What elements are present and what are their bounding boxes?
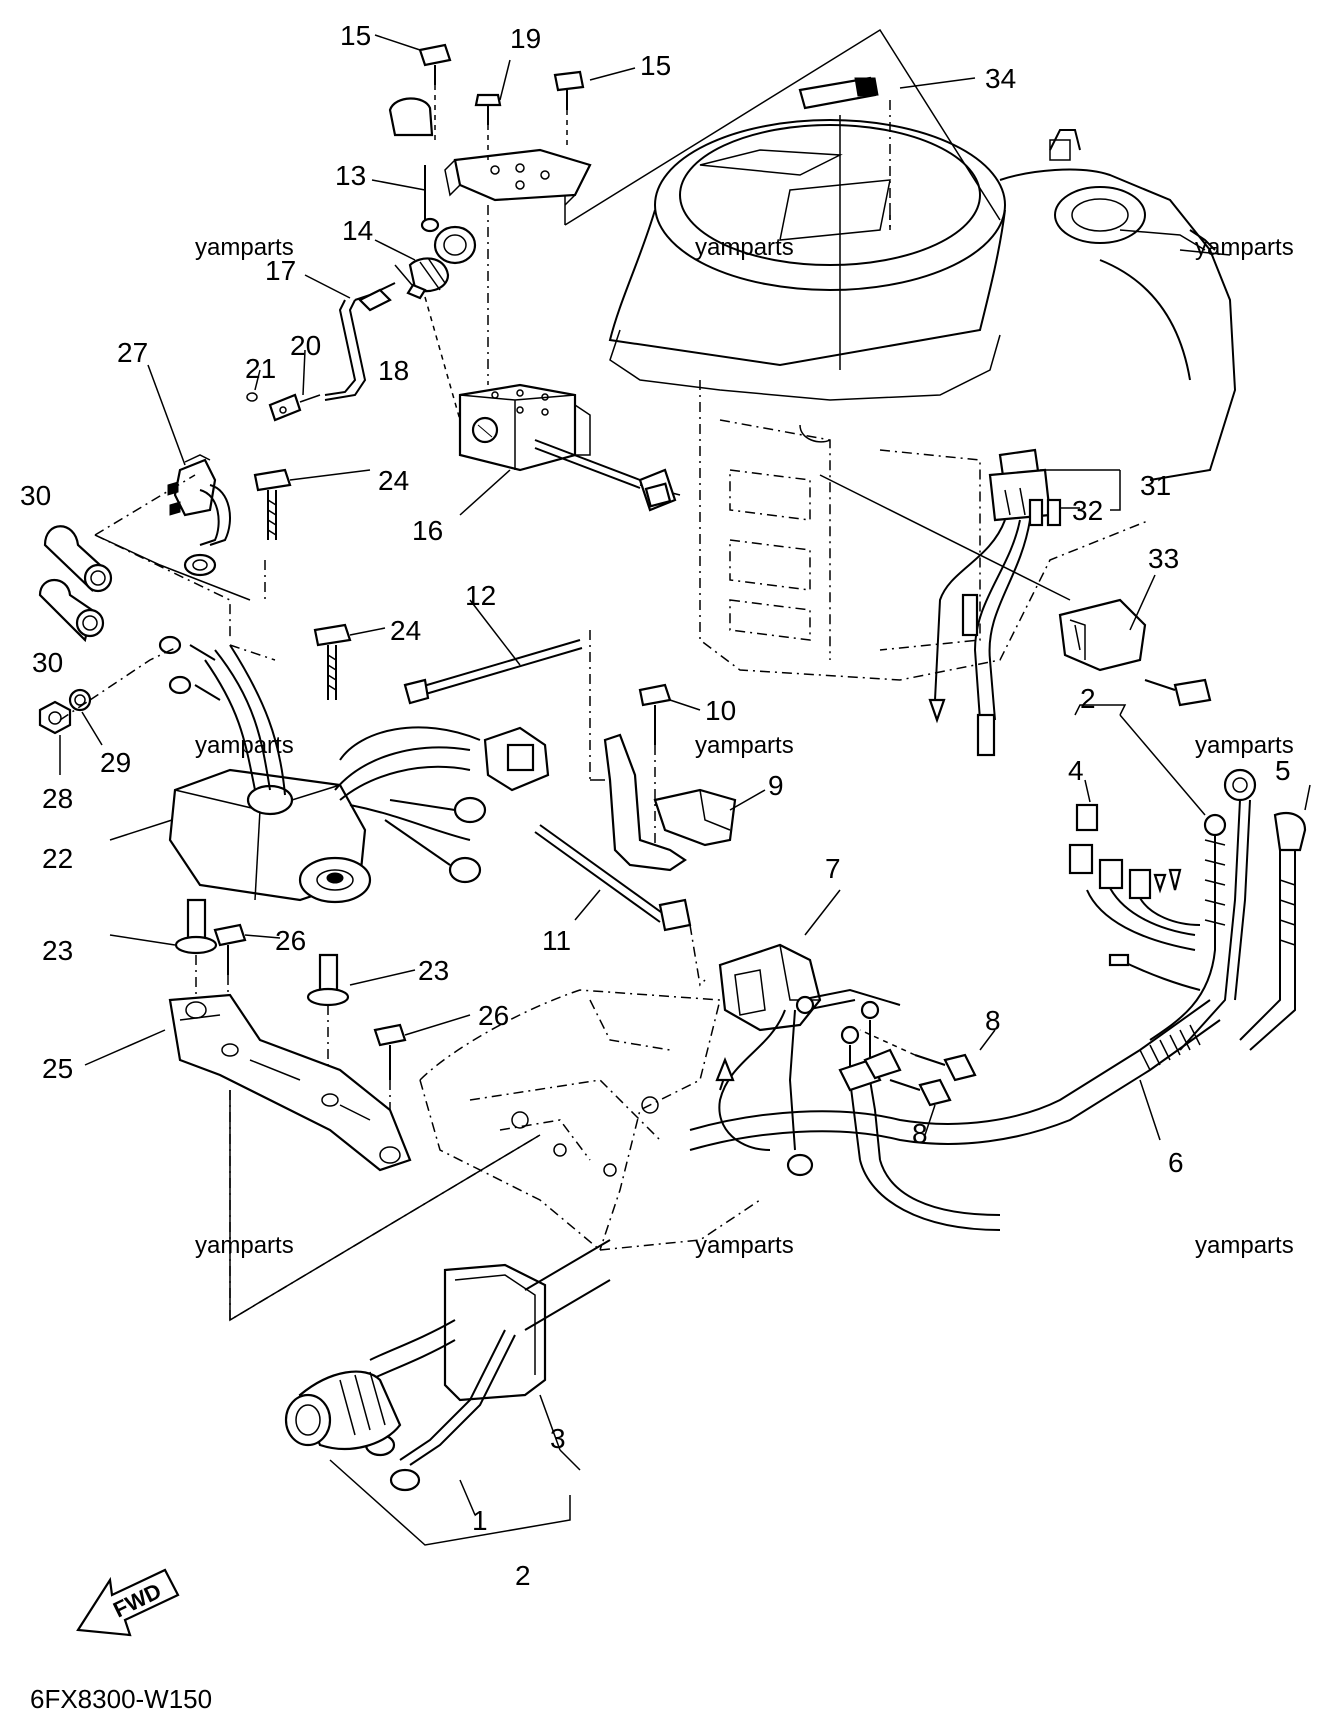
part-13-bracket <box>371 34 636 265</box>
callout-26: 26 <box>275 925 306 956</box>
callout-26: 26 <box>478 1000 509 1031</box>
callout-23: 23 <box>42 935 73 966</box>
callout-8: 8 <box>912 1118 928 1149</box>
part-30-tubes <box>38 525 113 643</box>
callout-27: 27 <box>117 337 148 368</box>
callout-21: 21 <box>245 353 276 384</box>
callout-18: 18 <box>378 355 409 386</box>
watermark: yamparts <box>195 234 294 261</box>
watermark: yamparts <box>695 1232 794 1259</box>
part-25-plate <box>84 993 541 1322</box>
fwd-arrow: FWD <box>76 1568 180 1637</box>
callout-30: 30 <box>32 647 63 678</box>
callout-23: 23 <box>418 955 449 986</box>
callout-8: 8 <box>985 1005 1001 1036</box>
callout-11: 11 <box>542 925 571 956</box>
part-9-10-11 <box>534 683 766 987</box>
watermark: yamparts <box>695 234 794 261</box>
part-16 <box>394 205 681 516</box>
part-22-unit <box>38 635 550 904</box>
callout-4: 4 <box>1068 755 1084 786</box>
callout-10: 10 <box>705 695 736 726</box>
watermarks: yamparts yamparts yamparts yamparts yamp… <box>195 234 1294 1259</box>
part-26-bolts <box>213 923 471 1140</box>
callouts: 15 19 15 34 13 14 17 20 21 18 27 24 16 3… <box>20 20 1291 1591</box>
part-7-8 <box>715 889 1001 1231</box>
part-24-bolts <box>253 468 386 700</box>
part-1-2-3-bottom <box>284 1239 611 1546</box>
callout-20: 20 <box>290 330 321 361</box>
callout-1: 1 <box>472 1505 488 1536</box>
callout-6: 6 <box>1168 1147 1184 1178</box>
callout-2: 2 <box>1080 683 1096 714</box>
callout-25: 25 <box>42 1053 73 1084</box>
watermark: yamparts <box>1195 732 1294 759</box>
callout-30: 30 <box>20 480 51 511</box>
diagram-code: 6FX8300-W150 <box>30 1684 212 1714</box>
engine-outline <box>564 28 1237 681</box>
callout-24: 24 <box>378 465 409 496</box>
watermark: yamparts <box>695 732 794 759</box>
callout-15: 15 <box>640 50 671 81</box>
callout-31: 31 <box>1140 470 1171 501</box>
part-14-17-20-21 <box>246 239 450 422</box>
part-23-collars <box>109 898 416 1095</box>
part-12-tie <box>403 599 591 780</box>
watermark: yamparts <box>1195 234 1294 261</box>
callout-32: 32 <box>1072 495 1103 526</box>
callout-34: 34 <box>985 63 1016 94</box>
callout-33: 33 <box>1148 543 1179 574</box>
callout-29: 29 <box>100 747 131 778</box>
part-27-30 <box>38 364 266 643</box>
callout-9: 9 <box>768 770 784 801</box>
callout-17: 17 <box>265 255 296 286</box>
callout-2: 2 <box>515 1560 531 1591</box>
callout-13: 13 <box>335 160 366 191</box>
watermark: yamparts <box>1195 1232 1294 1259</box>
part-34 <box>798 76 976 110</box>
part-2-4-5-6-harness <box>1068 704 1311 1141</box>
callout-15: 15 <box>340 20 371 51</box>
callout-12: 12 <box>465 580 496 611</box>
part-31-32-33 <box>799 115 1212 757</box>
watermark: yamparts <box>195 732 294 759</box>
callout-22: 22 <box>42 843 73 874</box>
callout-16: 16 <box>412 515 443 546</box>
callout-5: 5 <box>1275 755 1291 786</box>
callout-3: 3 <box>550 1423 566 1454</box>
callout-14: 14 <box>342 215 373 246</box>
callout-7: 7 <box>825 853 841 884</box>
callout-24: 24 <box>390 615 421 646</box>
watermark: yamparts <box>195 1232 294 1259</box>
bottom-base-outline <box>419 989 1221 1251</box>
callout-28: 28 <box>42 783 73 814</box>
callout-19: 19 <box>510 23 541 54</box>
